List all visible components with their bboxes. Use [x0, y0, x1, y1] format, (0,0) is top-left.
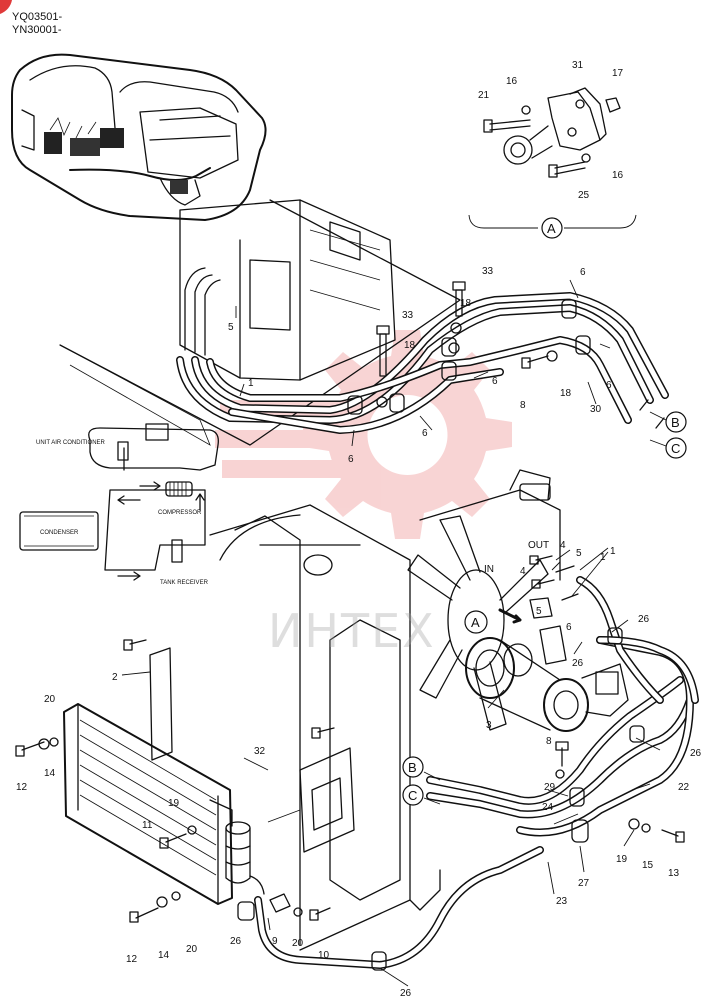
- part-number: 31: [572, 60, 584, 71]
- part-number: 21: [478, 90, 490, 101]
- part-number: 26: [690, 748, 702, 759]
- part-number: 6: [580, 267, 586, 278]
- callout-b-upper: B: [671, 415, 680, 430]
- leader-lines: [121, 279, 661, 987]
- part-number: 6: [492, 376, 498, 387]
- part-number: 16: [612, 170, 624, 181]
- callout-c-upper: C: [671, 441, 680, 456]
- part-number: 1: [248, 378, 254, 389]
- part-number: 6: [422, 428, 428, 439]
- fastener-icons: [15, 555, 685, 923]
- part-number: 11: [142, 820, 153, 831]
- callout-a-detail: A: [547, 221, 556, 236]
- part-number: 13: [668, 868, 680, 879]
- part-number: 1: [610, 546, 616, 557]
- schematic-label-condenser: CONDENSER: [40, 530, 79, 536]
- machine-overview: [11, 53, 267, 221]
- part-number: 6: [348, 454, 354, 465]
- watermark-text: ИНТЕХ: [268, 604, 436, 658]
- schematic-label-receiver: TANK RECEIVER: [160, 580, 209, 586]
- part-number: 24: [542, 802, 554, 813]
- part-number: 15: [642, 860, 654, 871]
- part-number: 26: [572, 658, 584, 669]
- part-number: 8: [520, 400, 526, 411]
- hose-clamps-lower: [237, 627, 645, 971]
- part-number: 4: [560, 540, 566, 551]
- part-number: 4: [520, 566, 526, 577]
- part-number: 19: [168, 798, 180, 809]
- part-number: 20: [292, 938, 304, 949]
- part-number: 20: [44, 694, 56, 705]
- part-number: 1: [600, 552, 606, 563]
- receiver-drier: [209, 799, 251, 884]
- part-number: 23: [556, 896, 568, 907]
- hose-clamps-upper: [347, 281, 591, 415]
- part-number: 20: [186, 944, 198, 955]
- part-number: 2: [112, 672, 118, 683]
- callout-circles: [402, 217, 687, 806]
- part-number: 32: [254, 746, 266, 757]
- part-number: 26: [638, 614, 650, 625]
- part-number: 22: [678, 782, 690, 793]
- radiator-assembly: [209, 469, 561, 951]
- part-number: 18: [460, 298, 472, 309]
- part-number: 18: [560, 388, 572, 399]
- part-number: 26: [400, 988, 412, 999]
- part-number: 17: [612, 68, 624, 79]
- part-number: 19: [616, 854, 628, 865]
- callout-a-main: A: [471, 615, 480, 630]
- lower-hose-bundle: [249, 576, 699, 969]
- part-number: 27: [578, 878, 590, 889]
- port-label-out: OUT: [528, 540, 549, 551]
- part-number: 26: [230, 936, 242, 947]
- engine-upper: [59, 199, 461, 446]
- part-number: 14: [44, 768, 56, 779]
- serial-number-2: YN30001-: [12, 24, 62, 36]
- part-number: 5: [228, 322, 234, 333]
- part-number: 14: [158, 950, 170, 961]
- part-number: 6: [606, 380, 612, 391]
- ac-refrigerant-schematic: [19, 423, 219, 581]
- part-number: 18: [404, 340, 416, 351]
- callout-b-lower: B: [408, 760, 417, 775]
- corner-mark: [0, 0, 12, 14]
- serial-number-1: YQ03501-: [12, 11, 63, 23]
- part-number: 5: [576, 548, 582, 559]
- upper-hose-bundle: [176, 292, 669, 434]
- port-label-in: IN: [484, 564, 494, 575]
- part-number: 29: [544, 782, 556, 793]
- schematic-label-compressor: COMPRESSOR: [158, 510, 202, 516]
- part-number: 6: [566, 622, 572, 633]
- callout-c-lower: C: [408, 788, 417, 803]
- part-number: 12: [16, 782, 28, 793]
- schematic-label-unit: UNIT AIR CONDITIONER: [36, 440, 106, 446]
- part-number: 25: [578, 190, 590, 201]
- condenser-core: [63, 647, 355, 905]
- part-number: 10: [318, 950, 330, 961]
- part-number: 16: [506, 76, 518, 87]
- part-number: 12: [126, 954, 138, 965]
- detail-a-compressor-bracket: [468, 87, 637, 229]
- part-number-labels: 1 1 1 2 3 4 4 5 5 5 6 6 6 6 6 6 8 8 9 10…: [16, 60, 702, 999]
- part-number: 5: [536, 606, 542, 617]
- part-number: 33: [482, 266, 494, 277]
- part-number: 8: [546, 736, 552, 747]
- part-number: 3: [486, 720, 492, 731]
- part-number: 9: [272, 936, 278, 947]
- part-number: 30: [590, 404, 602, 415]
- part-number: 33: [402, 310, 414, 321]
